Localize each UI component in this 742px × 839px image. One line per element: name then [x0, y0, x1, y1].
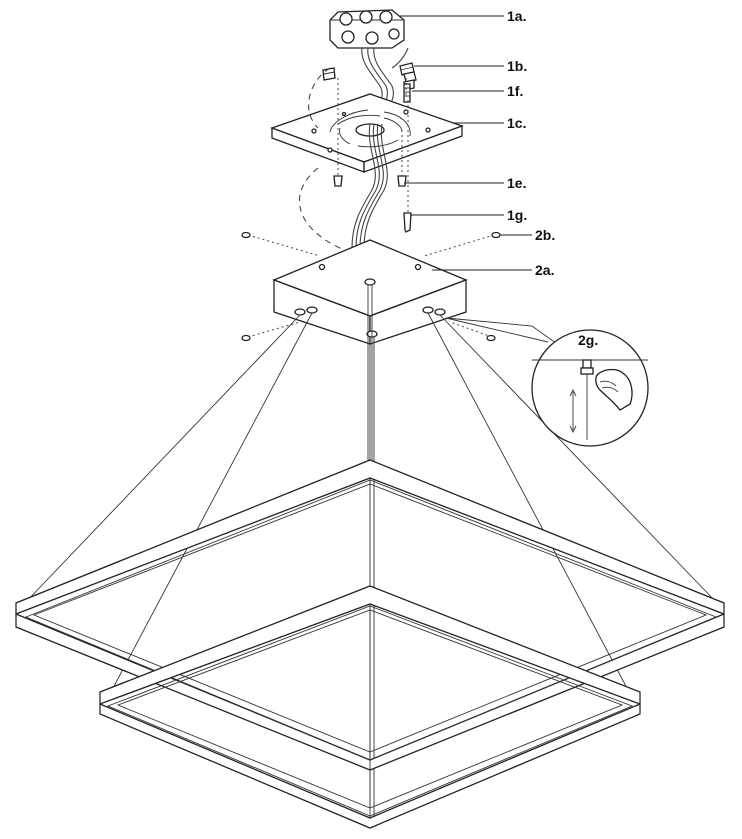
label-1b: 1b. — [507, 58, 527, 74]
ground-wire-path-upper — [308, 67, 331, 129]
ground-screw — [403, 212, 412, 233]
mounting-plate — [270, 93, 464, 173]
ceiling-screw — [403, 83, 411, 103]
power-cable — [351, 123, 388, 249]
lower-light-ring — [99, 585, 641, 829]
cable-gripper-detail — [445, 317, 649, 447]
label-2g: 2g. — [578, 332, 598, 348]
plate-screws — [333, 175, 407, 187]
label-2b: 2b. — [535, 227, 555, 243]
wire-connectors — [322, 62, 417, 91]
canopy — [272, 239, 468, 345]
label-1c: 1c. — [507, 115, 526, 131]
junction-box — [329, 9, 405, 49]
ground-wire-path-lower — [298, 167, 345, 251]
label-1e: 1e. — [507, 175, 526, 191]
label-1f: 1f. — [507, 83, 523, 99]
leader-lines — [400, 15, 532, 271]
canopy-screws — [241, 231, 501, 342]
label-2a: 2a. — [535, 262, 554, 278]
label-1g: 1g. — [507, 207, 527, 223]
label-1a: 1a. — [507, 8, 526, 24]
